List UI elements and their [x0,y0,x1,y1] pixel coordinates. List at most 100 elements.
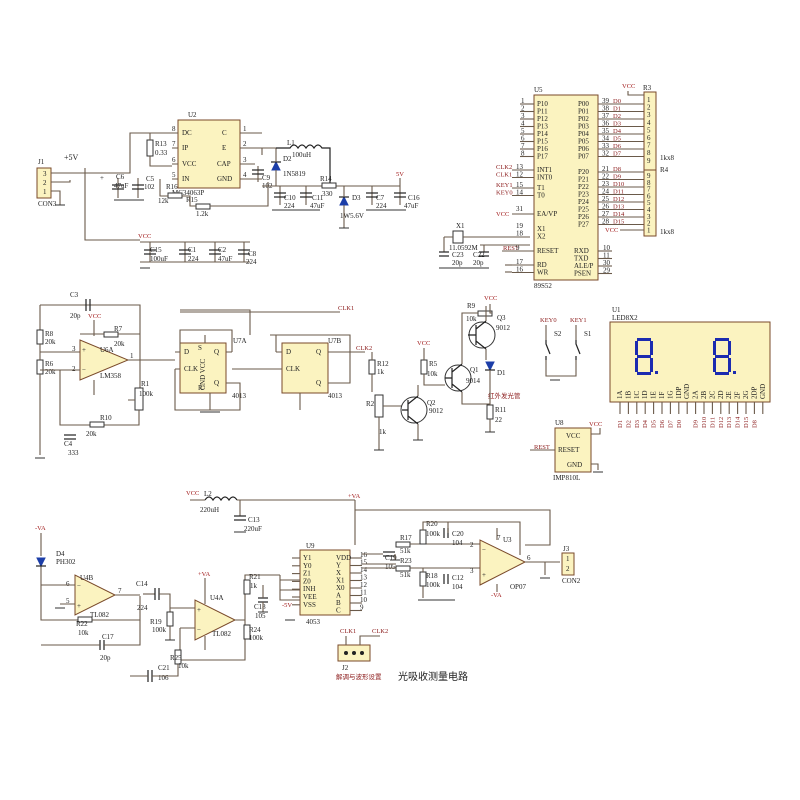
mcu-pin-INT0: INT0 [537,174,553,182]
mcu-pin-num-T0: 14 [516,189,524,197]
display-net-D2: D2 [625,420,632,428]
u9-pin-num-13: 13 [360,574,368,582]
va-neg-label: -VA [35,525,46,532]
mcu-net-CLK1: CLK1 [496,172,512,179]
r16-value: 12k [158,197,169,205]
mcu-pin-num-P11: 2 [521,105,525,113]
resistor-network-r4 [643,169,657,237]
rest-net-label: REST [534,444,550,451]
mcu-pin-P23: P23 [578,191,589,199]
c20-label: C20 [452,530,464,538]
svg-text:IN: IN [182,175,189,183]
mcu-pin-num-RXD: 10 [603,244,611,252]
svg-text:GND VCC: GND VCC [199,358,207,390]
n5v-label: -5V [282,602,292,609]
decoupling-caps: VCC C15 100uF C1 224 C2 47uF C8 224 [138,233,257,269]
r9-label: R9 [467,302,476,310]
mcu-pin-num-X1: 19 [516,222,524,230]
svg-text:CLK: CLK [184,365,198,373]
svg-text:−: − [197,626,201,634]
mcu-net-D7: D7 [613,151,622,158]
vcc-label-u8: VCC [589,421,602,428]
display-pin-1E: 1E [650,391,658,399]
r4-pin-2: 2 [647,220,651,228]
c20-value: 104 [452,539,463,547]
mcu-pin-ALE/P: ALE/P [574,262,594,270]
r4-pin-1: 1 [647,226,651,234]
r11-value: 22 [495,416,503,424]
display-pin-1DP: 1DP [675,386,683,399]
mcu-pin-P06: P06 [578,145,589,153]
u9-pin-num-11: 11 [360,589,367,597]
r3-pin-5: 5 [647,126,651,134]
display-net-D0: D0 [676,420,683,428]
mcu-pin-num-P25: 26 [602,203,610,211]
mcu-net-D12: D12 [613,196,624,203]
d3-value: 1W5.6V [340,212,364,220]
r12-label: R12 [377,360,389,368]
svg-text:4: 4 [243,171,247,179]
svg-text:1: 1 [243,125,247,133]
svg-text:6: 6 [172,156,176,164]
mcu-net-D5: D5 [613,136,621,143]
mcu-net-KEY1: KEY1 [496,182,513,189]
r21-value: 1k [250,582,258,590]
mcu-pin-P26: P26 [578,213,589,221]
r19-value: 100k [152,626,167,634]
mcu-pin-num-P00: 39 [602,97,610,105]
svg-text:3: 3 [470,567,474,575]
svg-text:7: 7 [118,587,122,595]
c21-label: C21 [158,664,170,672]
c8-label: C8 [248,250,257,258]
q3-part: 9012 [496,324,511,332]
mcu-pin-num-T1: 15 [516,181,524,189]
u7a-label: U7A [233,337,247,345]
svg-text:6: 6 [66,580,70,588]
display-pin-2D: 2D [717,390,725,399]
mcu-pin-P20: P20 [578,168,589,176]
detection-section: VCC L2 220uH C13 220uF +VA -VA D4 PH302 … [35,490,581,682]
display-pin-1G: 1G [666,390,674,399]
svg-text:2: 2 [470,541,474,549]
d2-value: 1N5819 [283,170,306,178]
display-net-D6: D6 [659,419,666,428]
display-net-D1: D1 [617,420,624,428]
u1-part: LED8X2 [612,314,638,322]
mcu-net-D14: D14 [613,211,625,218]
mcu-pin-num-P26: 27 [602,210,610,218]
r13-label: R13 [155,140,167,148]
u9-pin-Z0: Z0 [303,577,311,585]
mcu-pin-num-P14: 5 [521,127,525,135]
u9-pin-Y: Y [336,562,341,570]
mcu-pin-P02: P02 [578,115,589,123]
mcu-pin-num-P06: 33 [602,142,610,150]
u9-pin-VDD: VDD [336,554,351,562]
clk2-label: CLK2 [356,345,372,352]
c12-label: C12 [452,574,464,582]
u9-pin-A: A [336,592,341,600]
vcc-label-r3: VCC [622,83,635,90]
r8-value: 20k [45,338,56,346]
r3-pin-1: 1 [647,96,651,104]
svg-text:−: − [482,546,486,554]
r25-value: 10k [178,662,189,670]
mcu-pin-P11: P11 [537,108,548,116]
mcu-net-D11: D11 [613,189,624,196]
mcu-pin-P16: P16 [537,145,548,153]
schematic-title: 光吸收测量电路 [398,670,468,683]
svg-text:+: + [82,346,86,354]
mcu-net-D0: D0 [613,98,621,105]
power-supply-section: J1 CON3 3 2 1 +5V + C6 47uF C5 102 R13 0… [36,111,420,241]
mcu-pin-num-P12: 3 [521,112,525,120]
u9-pin-num-15: 15 [360,559,368,567]
r4-pin-9: 9 [647,172,651,180]
c19-value: 105 [385,563,396,571]
connector-j3 [561,552,575,576]
display-net-D15: D15 [743,417,750,428]
display-pin-2DP: 2DP [750,386,758,399]
d1-name: 红外发光管 [488,391,521,400]
l2-label: L2 [204,490,212,498]
mcu-pin-P17: P17 [537,153,548,161]
